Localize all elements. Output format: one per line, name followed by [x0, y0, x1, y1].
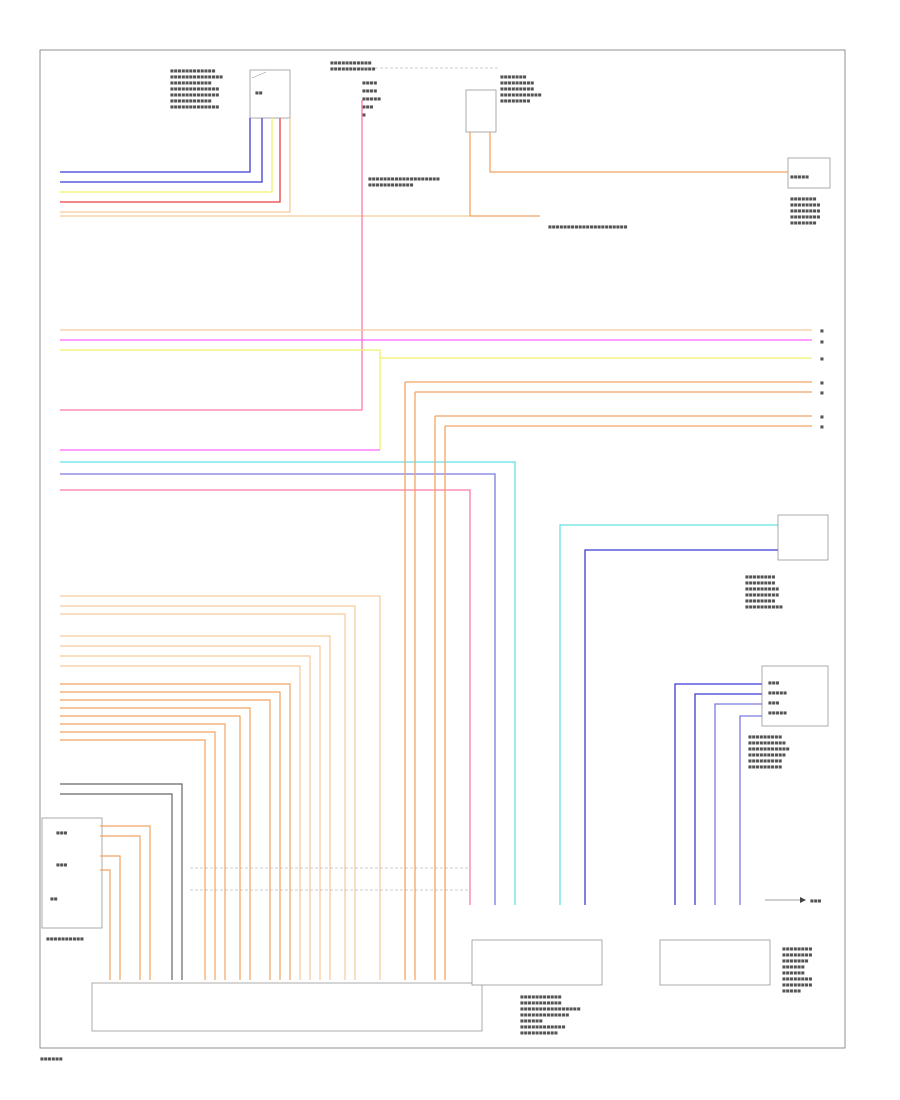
svg-text:■■■: ■■■ [56, 862, 68, 867]
svg-text:■■■■■: ■■■■■ [782, 988, 801, 993]
svg-text:■■■■■■■■■■: ■■■■■■■■■■ [748, 752, 786, 757]
svg-text:■: ■ [820, 390, 824, 395]
svg-text:■■■: ■■■ [810, 898, 822, 903]
svg-text:■■■■■■■■■■: ■■■■■■■■■■ [46, 936, 84, 941]
svg-text:■: ■ [820, 414, 824, 419]
svg-text:■■■■■■■■: ■■■■■■■■ [745, 598, 775, 603]
svg-text:■■■■■■■■■■■: ■■■■■■■■■■■ [520, 1000, 562, 1005]
svg-text:■■■■■■■■■■■■■: ■■■■■■■■■■■■■ [170, 86, 219, 91]
svg-text:■■■■■■■■■■■■■■■■■■■■■: ■■■■■■■■■■■■■■■■■■■■■ [548, 224, 628, 229]
svg-text:■■■■■■■■■: ■■■■■■■■■ [745, 586, 779, 591]
svg-text:■■■■: ■■■■ [362, 80, 377, 85]
left-lower-harness [60, 595, 381, 980]
svg-text:■■■■■■■■: ■■■■■■■■ [782, 982, 812, 987]
svg-text:■: ■ [820, 339, 824, 344]
svg-text:■■■■■■■■■■■■: ■■■■■■■■■■■■ [170, 68, 216, 73]
svg-text:■■■■■■: ■■■■■■ [782, 970, 805, 975]
svg-text:■■■: ■■■ [768, 680, 780, 685]
svg-text:■■■■■■■■■■■■■: ■■■■■■■■■■■■■ [170, 104, 219, 109]
svg-text:■■■■■■■■■■: ■■■■■■■■■■ [745, 604, 783, 609]
svg-text:■■■: ■■■ [768, 700, 780, 705]
svg-text:■■■■■■■■: ■■■■■■■■ [745, 580, 775, 585]
svg-text:■■■■■■■■■■■■■■: ■■■■■■■■■■■■■■ [170, 74, 223, 79]
svg-text:■■■■■■■■■■■■■: ■■■■■■■■■■■■■ [520, 1012, 569, 1017]
svg-text:■■: ■■ [50, 896, 58, 901]
svg-text:■■■■■: ■■■■■ [362, 96, 381, 101]
svg-text:■■■■■■■■■■■■■■■■: ■■■■■■■■■■■■■■■■ [520, 1006, 581, 1011]
mid-right-module: ■■■■■■■■ ■■■■■■■■ ■■■■■■■■■ ■■■■■■■■■ ■■… [559, 514, 829, 905]
svg-text:■■■■■■■■: ■■■■■■■■ [790, 214, 820, 219]
svg-text:■■■■■■■■■: ■■■■■■■■■ [500, 86, 534, 91]
svg-text:■■■■■■■■■■■: ■■■■■■■■■■■ [170, 98, 212, 103]
svg-text:■■■■■■■■: ■■■■■■■■ [790, 202, 820, 207]
svg-text:■■■■■■■: ■■■■■■■ [790, 220, 817, 225]
svg-text:■■■■■■■■: ■■■■■■■■ [782, 946, 812, 951]
diagram-frame [39, 49, 846, 1049]
svg-text:■■■■■■■■■■: ■■■■■■■■■■ [520, 1030, 558, 1035]
svg-text:■■■: ■■■ [56, 830, 68, 835]
svg-text:■■■■■■■■■■■■■■■■■■■: ■■■■■■■■■■■■■■■■■■■ [368, 176, 440, 181]
svg-text:■: ■ [362, 112, 366, 117]
svg-text:■■■■■■■: ■■■■■■■ [782, 958, 809, 963]
pink-riser [60, 100, 363, 411]
svg-text:■■■■■■■■■■■■: ■■■■■■■■■■■■ [330, 66, 376, 71]
svg-text:■■■■■■■■■■■■: ■■■■■■■■■■■■ [520, 1024, 566, 1029]
svg-text:■■■■■■■: ■■■■■■■ [500, 74, 527, 79]
svg-text:■■■: ■■■ [362, 104, 374, 109]
svg-text:■■■■■■■■: ■■■■■■■■ [782, 952, 812, 957]
svg-text:■■■■■■■■■■■■: ■■■■■■■■■■■■ [368, 182, 414, 187]
svg-text:■■■■■■■■■■■: ■■■■■■■■■■■ [748, 746, 790, 751]
svg-text:■■■■■■: ■■■■■■ [520, 1018, 543, 1023]
svg-text:■■■■: ■■■■ [362, 88, 377, 93]
svg-text:■: ■ [820, 380, 824, 385]
svg-text:■■■■■■■■■■■: ■■■■■■■■■■■ [500, 92, 542, 97]
svg-text:■■■■■■■■: ■■■■■■■■ [782, 976, 812, 981]
svg-text:■■■■■■■■: ■■■■■■■■ [790, 208, 820, 213]
svg-text:■■■■■■■■: ■■■■■■■■ [745, 574, 775, 579]
svg-text:■■■■■■■■■: ■■■■■■■■■ [748, 734, 782, 739]
page-footer-id: ■■■■■■ [40, 1056, 63, 1061]
top-right-connector: ■■■■■■■ ■■■■■■■■■ ■■■■■■■■■ ■■■■■■■■■■■ … [465, 74, 542, 133]
lower-right-module: ■■■ ■■■■■ ■■■ ■■■■■ ■■■■■■■■■ ■■■■■■■■■■… [674, 665, 829, 905]
svg-text:■■■■■■■: ■■■■■■■ [790, 196, 817, 201]
svg-text:■■■■■■■■■■■: ■■■■■■■■■■■ [330, 60, 372, 65]
svg-text:■■■■■■■■■: ■■■■■■■■■ [748, 758, 782, 763]
left-lower-harness-2 [60, 683, 291, 980]
svg-text:■■■■■■■■■■■: ■■■■■■■■■■■ [520, 994, 562, 999]
compressor-component: ■■■ ■■■ ■■ ■■■■■■■■■■ [41, 817, 151, 980]
svg-text:■■■■■■■■: ■■■■■■■■ [500, 98, 530, 103]
svg-text:■■■■■■■■■■■■■: ■■■■■■■■■■■■■ [170, 92, 219, 97]
svg-text:■■: ■■ [255, 90, 263, 95]
svg-text:■■■■■: ■■■■■ [790, 174, 809, 179]
svg-text:■■■■■■■■■■■: ■■■■■■■■■■■ [170, 80, 212, 85]
svg-text:■■■■■■■■■■: ■■■■■■■■■■ [748, 740, 786, 745]
svg-text:■■■■■■■■■: ■■■■■■■■■ [748, 764, 782, 769]
svg-text:■: ■ [820, 424, 824, 429]
svg-text:■■■■■: ■■■■■ [768, 690, 787, 695]
middle-wire-group [60, 329, 812, 905]
svg-text:■■■■■■■■■: ■■■■■■■■■ [500, 80, 534, 85]
bottom-connector: ■■■■■■■■■■■ ■■■■■■■■■■■ ■■■■■■■■■■■■■■■■… [91, 939, 812, 1035]
gray-wires [60, 783, 183, 980]
orange-vertical-bundle [404, 382, 446, 980]
top-left-connector: ■■ ■■■■■■■■■■■■ ■■■■■■■■■■■■■■ ■■■■■■■■■… [170, 68, 291, 119]
svg-text:■: ■ [820, 356, 824, 361]
top-wire-group [60, 118, 788, 217]
top-center-label: ■■■■■■■■■■■ ■■■■■■■■■■■■ ■■■■ ■■■■ ■■■■■… [330, 60, 500, 187]
top-right-module: ■■■■■ ■■■■■■■ ■■■■■■■■ ■■■■■■■■ ■■■■■■■■… [787, 157, 831, 225]
right-terminal-labels: ■ ■ ■ ■ ■ ■ ■ [820, 328, 824, 429]
svg-text:■■■■■■■■■: ■■■■■■■■■ [745, 592, 779, 597]
svg-text:■: ■ [820, 328, 824, 333]
svg-text:■■■■■■: ■■■■■■ [782, 964, 805, 969]
svg-text:■■■■■: ■■■■■ [768, 710, 787, 715]
ground-arrow: ■■■ [765, 897, 822, 903]
